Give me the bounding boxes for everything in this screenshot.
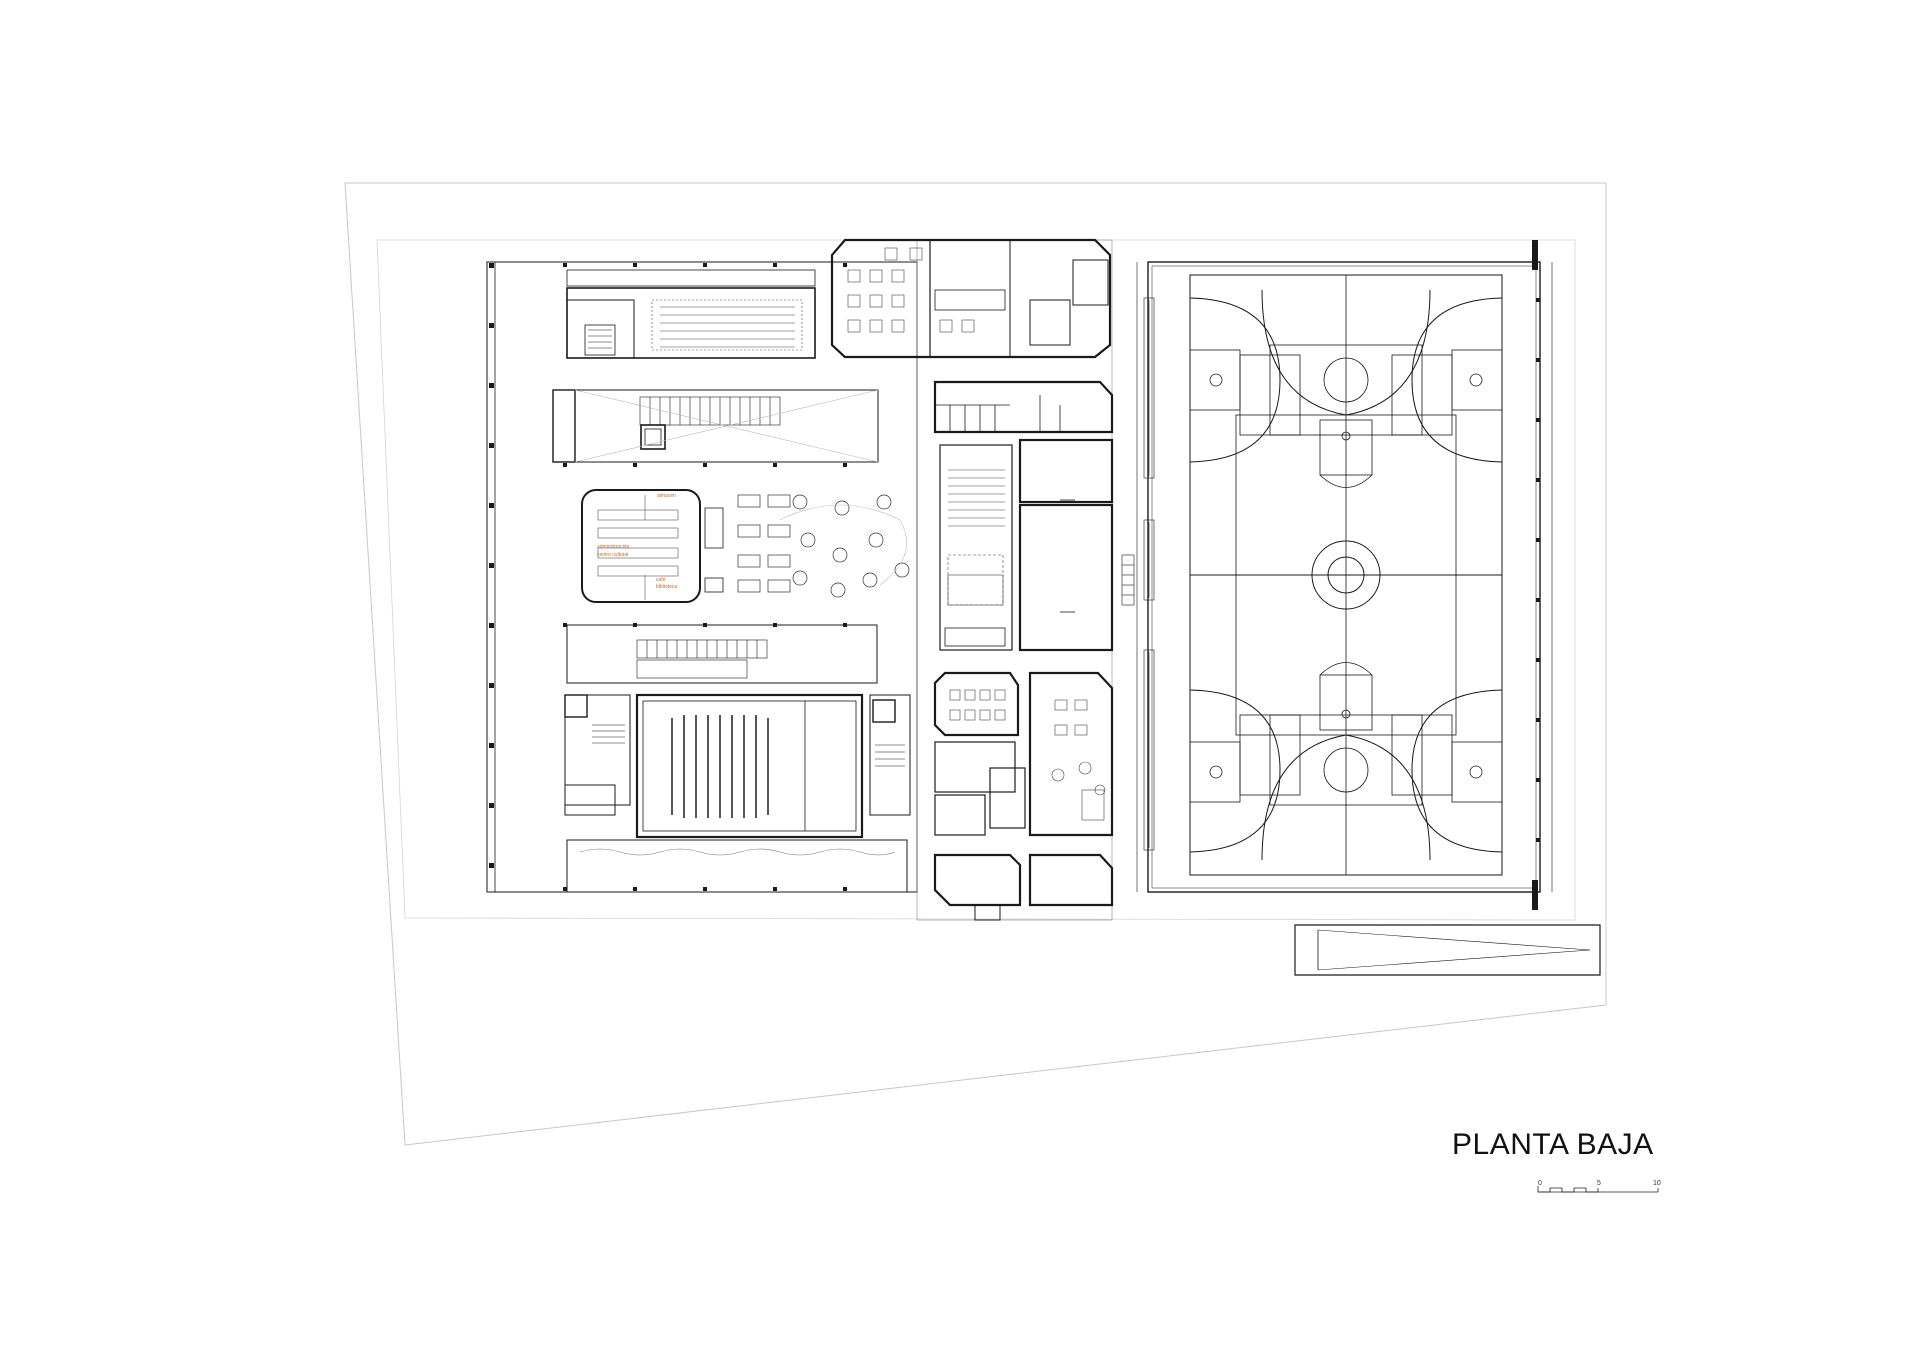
plan-title: PLANTA BAJA	[1452, 1128, 1654, 1161]
room-label: centro cultural	[597, 552, 629, 558]
left-wing	[486, 261, 918, 893]
scale-bar-label: 5	[1597, 1180, 1601, 1187]
room-label: biblioteca	[656, 584, 678, 590]
room-label: almacén	[657, 493, 676, 499]
room-label: café	[656, 577, 666, 583]
dining-room-tables	[847, 247, 975, 333]
lecture-seating	[947, 469, 1005, 606]
site-inner-boundary	[376, 239, 1576, 921]
center-wing	[830, 238, 1114, 921]
scale-bar	[1537, 1186, 1659, 1193]
scale-bar-label: 10	[1653, 1180, 1661, 1187]
site-boundary	[344, 182, 1607, 1146]
classroom-seating	[651, 299, 803, 351]
room-label: administración	[597, 544, 630, 550]
exterior-ramp	[1294, 924, 1601, 976]
dining-tables	[737, 494, 910, 598]
auditorium-seating	[671, 715, 769, 818]
sports-court	[1121, 240, 1553, 910]
bleachers	[1143, 297, 1155, 851]
scale-bar-label: 0	[1538, 1180, 1542, 1187]
